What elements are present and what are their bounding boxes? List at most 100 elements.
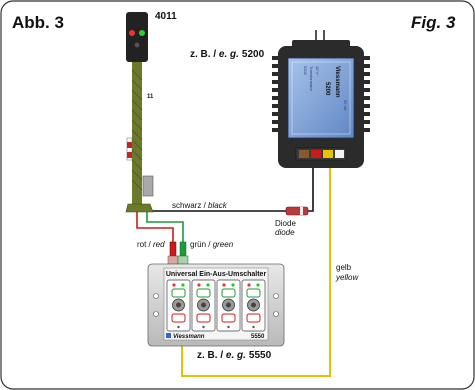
red-label-en: red: [153, 240, 165, 249]
screw-icon: [273, 311, 279, 317]
caption-number: 5550: [249, 350, 272, 361]
transformer-label-plate: [287, 57, 355, 139]
green-plug-sleeve: [177, 255, 189, 265]
slot-knob-center: [226, 302, 231, 308]
slot-indicator: [227, 325, 230, 329]
slot-knob-center: [176, 302, 181, 308]
slot-indicator: [252, 325, 255, 329]
slot-button-green[interactable]: [221, 288, 236, 298]
transformer-spec-line: 16 V~: [315, 66, 320, 77]
signal-mast: [132, 62, 142, 204]
signal: 11: [125, 12, 154, 213]
slot-indicator: [202, 325, 205, 329]
mast-sign: [126, 137, 133, 161]
yellow-label-en: yellow: [335, 273, 359, 282]
figure-label-de: Abb. 3: [12, 13, 64, 32]
slot-button-red[interactable]: [196, 313, 211, 323]
signal-lamp-green: [139, 30, 145, 36]
slot-led-red: [172, 283, 176, 287]
slot-led-green: [256, 283, 260, 287]
mast-sign-stripe: [127, 142, 132, 148]
signal-base: [125, 203, 154, 213]
slot-led-green: [181, 283, 185, 287]
green-label-de: grün /: [190, 240, 213, 249]
red-plug: [169, 241, 177, 257]
caption-de: z. B. /: [190, 49, 219, 60]
terminal-brown: [299, 150, 309, 158]
black-label-de: schwarz /: [172, 201, 208, 210]
mast-lattice: [131, 69, 143, 191]
diode-label-de: Diode: [275, 219, 296, 228]
transformer-spec-line: 52 VA: [343, 100, 348, 111]
terminal-white: [335, 150, 344, 158]
yellow-label-de: gelb: [336, 263, 352, 272]
signal-number: 4011: [155, 11, 177, 22]
terminal-yellow: [323, 150, 333, 158]
green-label-en: green: [213, 240, 234, 249]
switch-caption: z. B. / e. g.5550: [197, 350, 272, 361]
black-wire-label: schwarz / black: [172, 201, 228, 210]
slot-led-red: [197, 283, 201, 287]
signal-drive-box: [142, 175, 154, 197]
mast-number: 11: [147, 94, 154, 100]
switch-slot: [216, 279, 241, 332]
yellow-wire: [181, 165, 331, 377]
black-label-en: black: [208, 201, 228, 210]
signal-head: [126, 12, 148, 62]
brand-logo-icon: [166, 333, 171, 338]
label-plate-border: [291, 61, 351, 135]
green-plug: [179, 241, 187, 257]
signal-lamp-red: [129, 30, 135, 36]
slot-indicator: [177, 325, 180, 329]
switch-slots: [166, 279, 266, 332]
caption-en: e. g.: [219, 49, 239, 60]
slot-button-green[interactable]: [246, 288, 261, 298]
green-wire: [146, 212, 184, 246]
transformer-brand: Viessmann: [334, 66, 340, 98]
signal-lamp-off: [134, 42, 140, 48]
slot-led-green: [231, 283, 235, 287]
mast-sign-stripe: [127, 152, 132, 158]
slot-button-red[interactable]: [246, 313, 261, 323]
slot-led-red: [222, 283, 226, 287]
transformer-spec-line: Transformator: [309, 66, 314, 92]
screw-icon: [273, 293, 279, 299]
slot-knob-center: [251, 302, 256, 308]
slot-led-red: [247, 283, 251, 287]
slot-knob-center: [201, 302, 206, 308]
caption-en: e. g.: [226, 350, 246, 361]
transformer-fins: [272, 56, 370, 132]
switch-slot: [166, 279, 191, 332]
black-wire-to-transformer: [306, 165, 314, 212]
slot-button-green[interactable]: [196, 288, 211, 298]
caption-de: z. B. /: [197, 350, 226, 361]
switch-title: Universal Ein-Aus-Umschalter: [166, 271, 267, 278]
caption-number: 5200: [242, 49, 265, 60]
red-label-de: rot /: [137, 240, 153, 249]
red-wire: [136, 212, 174, 246]
slot-button-green[interactable]: [171, 288, 186, 298]
power-supply: Viessmann 5200 5200 Transformator 16 V~ …: [272, 40, 370, 168]
figure-label-en: Fig. 3: [411, 13, 456, 32]
red-plug-sleeve: [167, 255, 179, 265]
slot-led-green: [206, 283, 210, 287]
diode-icon: [285, 206, 309, 216]
screw-icon: [153, 311, 159, 317]
transformer-caption: z. B. / e. g.5200: [190, 49, 265, 60]
screw-icon: [153, 293, 159, 299]
red-wire-label: rot / red: [137, 240, 165, 249]
slot-button-red[interactable]: [171, 313, 186, 323]
switch-slot: [241, 279, 266, 332]
slot-button-red[interactable]: [221, 313, 236, 323]
switch-slot: [191, 279, 216, 332]
transformer-top: [292, 40, 350, 50]
switch-module: Universal Ein-Aus-Umschalter Viessmann 5…: [147, 263, 285, 347]
diode-label-en: diode: [275, 228, 295, 237]
transformer-model: 5200: [324, 82, 330, 96]
transformer-spec-line: 5200: [303, 66, 308, 76]
switch-brand: Viessmann: [173, 334, 205, 340]
green-wire-label: grün / green: [190, 240, 234, 249]
